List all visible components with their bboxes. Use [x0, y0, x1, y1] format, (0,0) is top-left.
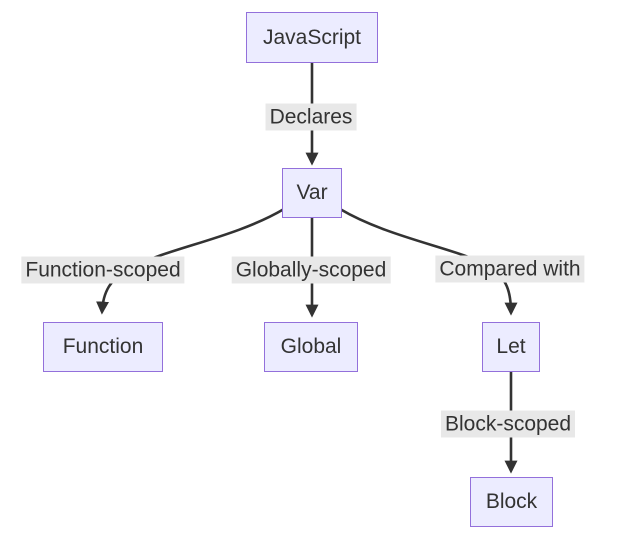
edge-label-globally-scoped: Globally-scoped	[231, 256, 391, 284]
edge-label-block-scoped: Block-scoped	[440, 410, 576, 438]
node-var: Var	[282, 168, 342, 218]
node-global: Global	[264, 322, 358, 372]
node-let: Let	[482, 322, 540, 372]
edge-label-declares: Declares	[265, 103, 357, 131]
node-javascript: JavaScript	[246, 12, 378, 63]
edge-label-compared-with: Compared with	[435, 255, 585, 283]
node-block: Block	[470, 477, 553, 527]
edge-label-function-scoped: Function-scoped	[21, 256, 185, 284]
node-function: Function	[43, 322, 163, 372]
